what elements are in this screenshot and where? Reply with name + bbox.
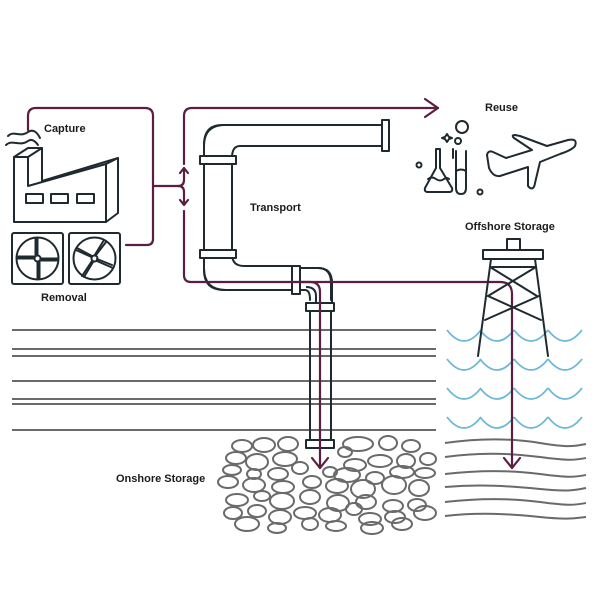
rock-pebble <box>302 475 322 489</box>
rock-pebble <box>234 516 260 532</box>
rock-pebble <box>318 507 342 523</box>
flow-lines <box>26 97 522 470</box>
wave-scallop <box>446 329 482 342</box>
wave-scallop <box>513 416 549 429</box>
rock-pebble <box>413 505 437 521</box>
wave-scallop <box>479 358 515 371</box>
rock-pebble <box>242 477 266 493</box>
split-arrow-up <box>178 166 190 182</box>
rock-pebble <box>322 466 338 478</box>
seabed-line <box>444 498 587 506</box>
rock-pebble <box>267 467 289 481</box>
fan-icon <box>11 232 121 285</box>
capture-label: Capture <box>44 123 86 135</box>
rock-pebble <box>291 461 309 475</box>
wave-scallop <box>513 387 549 400</box>
rock-pebble <box>267 522 287 534</box>
seabed-line <box>444 470 587 478</box>
rock-pebble <box>299 489 321 505</box>
rock-pebble <box>222 464 242 476</box>
rock-pebble <box>384 510 406 524</box>
rock-pebble <box>391 517 413 531</box>
wave-scallop <box>513 329 549 342</box>
rock-pebble <box>301 517 319 531</box>
wave-scallop <box>547 358 583 371</box>
rock-pebble <box>293 506 317 520</box>
rock-pebble <box>272 451 298 467</box>
rock-pebble <box>325 520 347 532</box>
rock-pebble <box>367 454 393 468</box>
rock-pebble <box>245 453 269 471</box>
onshore-rock-formation <box>217 435 437 535</box>
seabed-line <box>444 512 587 520</box>
rock-pebble <box>343 458 367 472</box>
onshore-arrowhead <box>310 456 330 470</box>
seabed-line <box>444 452 587 461</box>
rock-pebble <box>337 446 353 458</box>
rock-pebble <box>223 506 243 520</box>
wave-scallop <box>547 329 583 342</box>
factory-icon <box>5 129 119 223</box>
rock-pebble <box>350 479 376 499</box>
wave-scallop <box>479 329 515 342</box>
rock-pebble <box>414 467 436 479</box>
rock-pebble <box>355 494 377 510</box>
transport-label: Transport <box>250 202 301 214</box>
rock-pebble <box>277 436 299 452</box>
wave-scallop <box>547 416 583 429</box>
seabed-line <box>444 438 587 448</box>
wave-scallop <box>547 387 583 400</box>
wave-scallop <box>479 416 515 429</box>
capture-removal-flow <box>26 106 155 247</box>
offshore-flow <box>182 209 514 470</box>
rock-pebble <box>225 493 249 507</box>
rock-pebble <box>358 512 382 526</box>
offshore-arrowhead <box>502 456 522 470</box>
ocean-waves <box>446 329 583 429</box>
offshore-rig-icon <box>477 238 549 357</box>
onshore-flow <box>298 280 322 470</box>
offshore-storage-label: Offshore Storage <box>465 221 555 233</box>
rock-pebble <box>268 509 292 525</box>
rock-pebble <box>325 478 349 494</box>
rock-pebble <box>419 452 437 466</box>
rock-pebble <box>345 502 363 516</box>
wave-scallop <box>446 387 482 400</box>
onshore-storage-label: Onshore Storage <box>116 473 206 485</box>
rock-pebble <box>407 498 427 512</box>
rock-pebble <box>360 521 384 535</box>
merge-flow-branch <box>176 184 186 194</box>
rock-pebble <box>342 436 374 452</box>
flask-icon <box>415 120 484 196</box>
reuse-arrowhead <box>423 97 440 119</box>
rock-pebble <box>247 504 267 518</box>
rock-pebble <box>271 480 295 494</box>
seabed-strata <box>444 438 587 520</box>
rock-pebble <box>365 471 385 485</box>
rock-pebble <box>225 451 247 465</box>
rock-pebble <box>381 475 407 495</box>
rock-pebble <box>253 490 271 502</box>
split-arrow-down <box>178 190 190 207</box>
reuse-label: Reuse <box>485 102 519 114</box>
airplane-icon <box>486 134 577 190</box>
reuse-flow <box>182 106 440 166</box>
rock-pebble <box>231 439 253 453</box>
rock-pebble <box>217 475 239 489</box>
rock-pebble <box>269 492 295 510</box>
rock-pebble <box>408 479 430 497</box>
seabed-line <box>444 484 587 492</box>
wave-scallop <box>479 387 515 400</box>
wave-scallop <box>446 416 482 429</box>
onshore-strata <box>12 329 436 431</box>
wave-scallop <box>513 358 549 371</box>
wave-scallop <box>446 358 482 371</box>
removal-label: Removal <box>41 292 87 304</box>
rock-pebble <box>401 439 421 453</box>
rock-pebble <box>378 435 398 451</box>
rock-pebble <box>252 437 276 453</box>
rock-pebble <box>396 453 416 469</box>
